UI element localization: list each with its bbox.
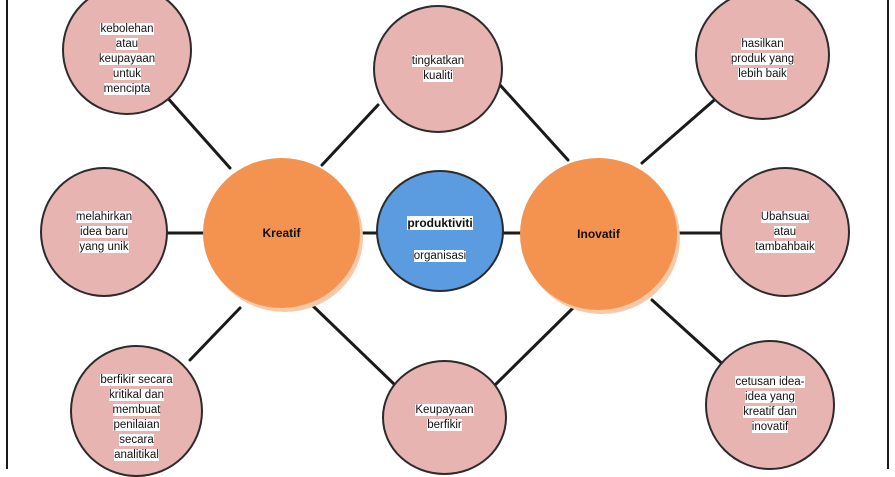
- node-berfikir-kritikal-label: berfikir secara kritikal dan membuat pen…: [100, 374, 173, 461]
- node-tingkatkan-kualiti-label: tingkatkan kualiti: [411, 55, 465, 82]
- node-keupayaan-berfikir: Keupayaan berfikir: [382, 360, 507, 475]
- node-berfikir-kritikal: berfikir secara kritikal dan membuat pen…: [70, 345, 203, 477]
- line-kreatif-kebolehan: [163, 93, 232, 170]
- center-subtitle: organisasi: [413, 249, 467, 262]
- node-kebolehan: kebolehan atau keupayaan untuk mencipta: [62, 0, 192, 115]
- node-ubahsuai-label: Ubahsuai atau tambahbaik: [755, 210, 815, 253]
- node-hasilkan-produk: hasilkan produk yang lebih baik: [695, 0, 830, 120]
- center-produktiviti-organisasi: produktiviti organisasi: [376, 170, 504, 292]
- line-inovatif-tingkatkan: [498, 83, 570, 162]
- line-inovatif-cetusan: [650, 298, 729, 370]
- line-kreatif-keupayaan: [310, 303, 397, 387]
- hub-inovatif-label: Inovatif: [577, 226, 620, 241]
- center-title: produktiviti: [407, 215, 473, 230]
- hub-inovatif: Inovatif: [520, 158, 677, 310]
- hub-kreatif: Kreatif: [203, 158, 360, 308]
- line-kreatif-tingkatkan: [320, 103, 380, 167]
- node-melahirkan-idea: melahirkan idea baru yang unik: [40, 167, 168, 297]
- line-kreatif-berfikir: [188, 306, 242, 362]
- node-cetusan-idea: cetusan idea- idea yang kreatif dan inov…: [705, 340, 835, 470]
- hub-kreatif-label: Kreatif: [262, 225, 301, 240]
- node-keupayaan-berfikir-label: Keupayaan berfikir: [415, 403, 474, 431]
- node-hasilkan-produk-label: hasilkan produk yang lebih baik: [730, 37, 795, 80]
- diagram-frame: [6, 0, 889, 469]
- node-tingkatkan-kualiti: tingkatkan kualiti: [373, 5, 503, 133]
- node-cetusan-idea-label: cetusan idea- idea yang kreatif dan inov…: [735, 376, 805, 433]
- line-inovatif-keupayaan: [493, 306, 575, 387]
- node-melahirkan-idea-label: melahirkan idea baru yang unik: [75, 210, 133, 253]
- node-kebolehan-label: kebolehan atau keupayaan untuk mencipta: [98, 22, 156, 95]
- node-ubahsuai: Ubahsuai atau tambahbaik: [720, 167, 850, 297]
- line-inovatif-hasilkan: [640, 93, 722, 165]
